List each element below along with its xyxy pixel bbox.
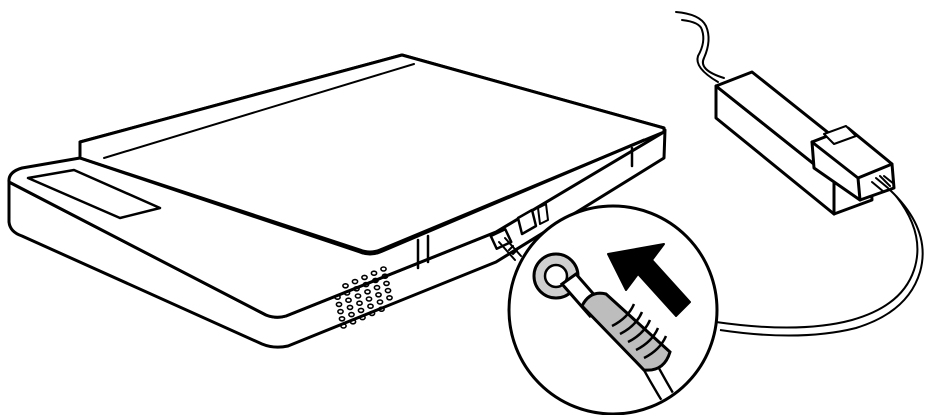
scanner-vent-holes	[334, 266, 393, 329]
vent-hole	[357, 307, 365, 314]
vent-hole	[367, 303, 374, 310]
vent-hole	[365, 296, 373, 302]
vent-hole	[335, 301, 343, 308]
adapter-input-cord-inner	[681, 19, 719, 83]
scanner-hinge-left	[416, 234, 430, 270]
vent-hole	[378, 306, 385, 313]
vent-hole	[345, 297, 352, 304]
vent-hole	[373, 284, 381, 291]
vent-hole	[342, 282, 349, 289]
vent-hole	[337, 308, 344, 315]
vent-hole	[375, 291, 382, 298]
insert-arrow	[607, 243, 691, 317]
adapter-label	[823, 125, 857, 145]
vent-hole	[346, 304, 354, 311]
vent-hole	[354, 293, 362, 299]
scanner-lid-stripe	[103, 63, 415, 159]
vent-hole	[372, 277, 379, 284]
flatbed-scanner	[7, 53, 667, 349]
scanner-plug-stub	[498, 237, 522, 261]
power-cable	[719, 189, 924, 337]
adapter-input-cord	[675, 11, 725, 79]
vent-hole	[380, 266, 387, 272]
vent-hole	[334, 294, 341, 301]
scanner-usb-port	[516, 208, 538, 236]
vent-hole	[348, 311, 355, 318]
vent-hole	[361, 274, 368, 281]
scanner-port-slot	[537, 203, 549, 225]
vent-hole	[349, 318, 357, 325]
magnified-callout	[507, 204, 719, 415]
vent-hole	[362, 281, 370, 288]
vent-hole	[343, 290, 351, 296]
vent-hole	[351, 278, 359, 285]
vent-hole	[340, 323, 347, 329]
vent-hole	[384, 287, 392, 294]
adapter-connector-edges	[810, 140, 894, 202]
vent-hole	[359, 314, 366, 321]
scanner-power-port	[489, 228, 513, 250]
scanner-lid	[78, 53, 666, 254]
adapter-output-plug	[871, 175, 895, 193]
vent-hole	[386, 294, 393, 301]
vent-hole	[356, 300, 363, 307]
callout-plug-grip	[611, 303, 668, 360]
vent-hole	[381, 273, 389, 280]
vent-hole	[364, 288, 371, 295]
scanner-lid-edge	[78, 138, 646, 256]
callout-power-port	[532, 252, 580, 300]
vent-hole	[368, 310, 376, 317]
vent-hole	[353, 285, 360, 292]
scanner-control-panel	[26, 168, 162, 220]
power-cable-inner	[715, 195, 919, 329]
vent-hole	[376, 299, 384, 305]
vent-hole	[383, 280, 390, 287]
ac-adapter	[675, 11, 896, 216]
vent-hole	[338, 315, 346, 322]
vent-hole	[370, 270, 378, 277]
